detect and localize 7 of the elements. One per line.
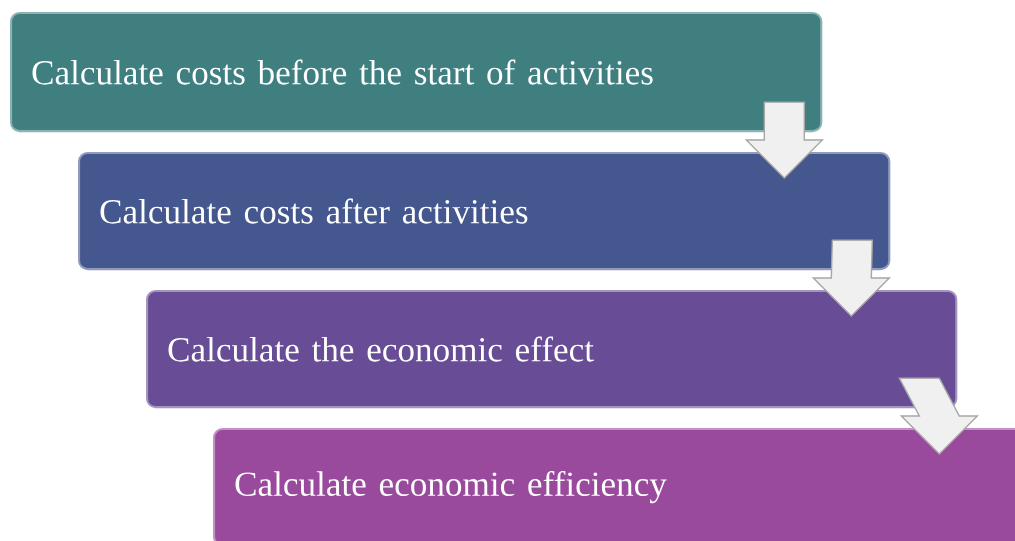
process-box: Calculate costs after activities	[78, 152, 891, 271]
process-box: Calculate the economic effect	[146, 290, 958, 409]
block-arrow	[898, 377, 980, 455]
block-arrow	[744, 101, 825, 179]
block-arrow	[811, 239, 892, 317]
process-box: Calculate costs before the start of activities	[10, 12, 823, 133]
process-box: Calculate economic efficiency	[213, 428, 1015, 541]
